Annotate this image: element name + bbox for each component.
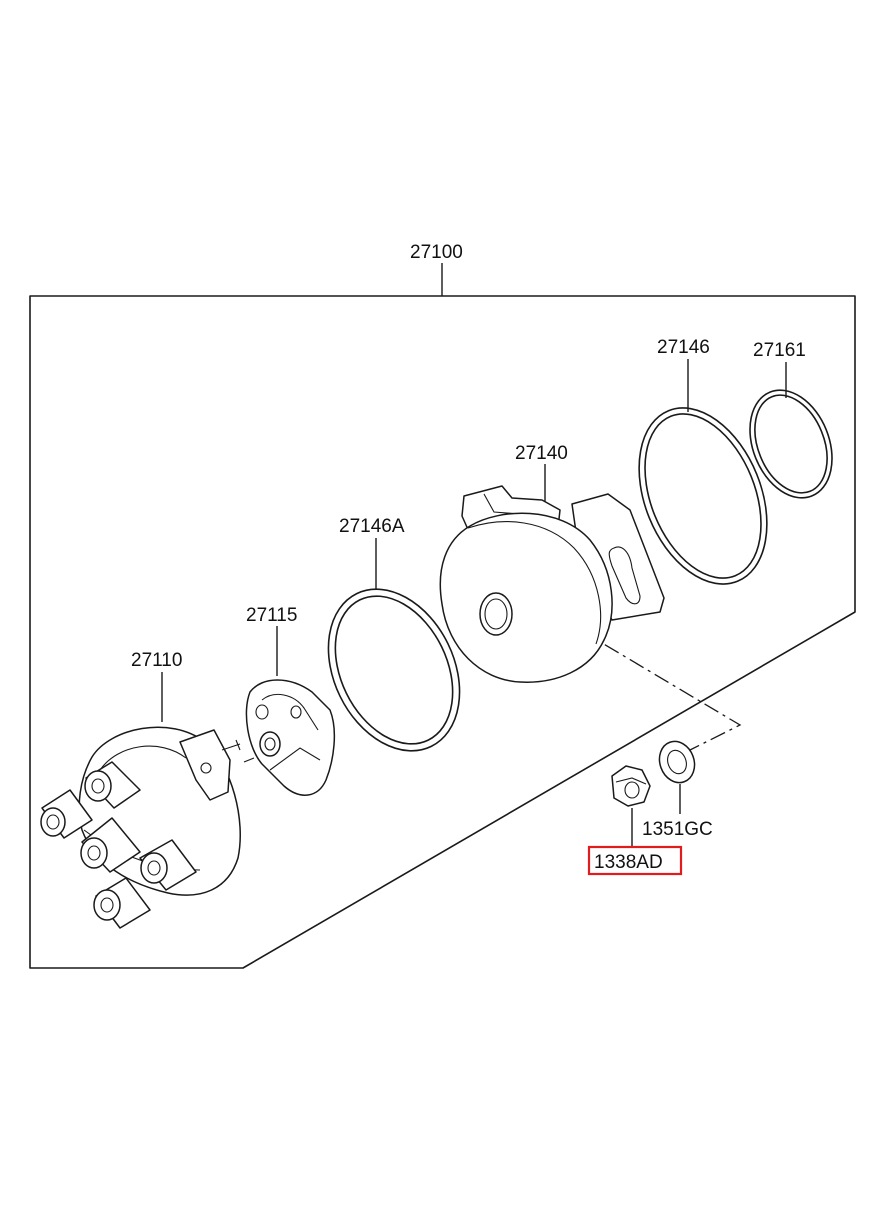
label-washer[interactable]: 1351GC — [642, 819, 713, 840]
washer-drawing[interactable] — [654, 736, 700, 814]
distributor-cap-drawing[interactable] — [40, 672, 241, 929]
nut-drawing[interactable] — [611, 765, 651, 848]
cap-clip-bracket — [179, 729, 241, 801]
cap-towers — [40, 761, 197, 929]
label-housing[interactable]: 27140 — [515, 443, 568, 464]
rotor-drawing[interactable] — [243, 626, 336, 796]
label-gasket-a[interactable]: 27146A — [339, 516, 405, 537]
label-assembly[interactable]: 27100 — [410, 242, 463, 263]
highlight-box — [587, 845, 683, 876]
oring-drawing[interactable] — [735, 362, 847, 510]
label-cap[interactable]: 27110 — [131, 650, 182, 671]
assembly-outline — [29, 263, 856, 969]
label-rotor[interactable]: 27115 — [246, 605, 297, 626]
highlighted-part-callout[interactable]: 1338AD — [587, 845, 683, 876]
label-nut[interactable]: 1338AD — [594, 852, 663, 873]
housing-drawing[interactable] — [439, 464, 665, 683]
gasket-a-drawing[interactable] — [303, 538, 485, 773]
gasket-drawing[interactable] — [615, 359, 791, 603]
label-gasket[interactable]: 27146 — [657, 337, 710, 358]
label-oring[interactable]: 27161 — [753, 340, 806, 361]
